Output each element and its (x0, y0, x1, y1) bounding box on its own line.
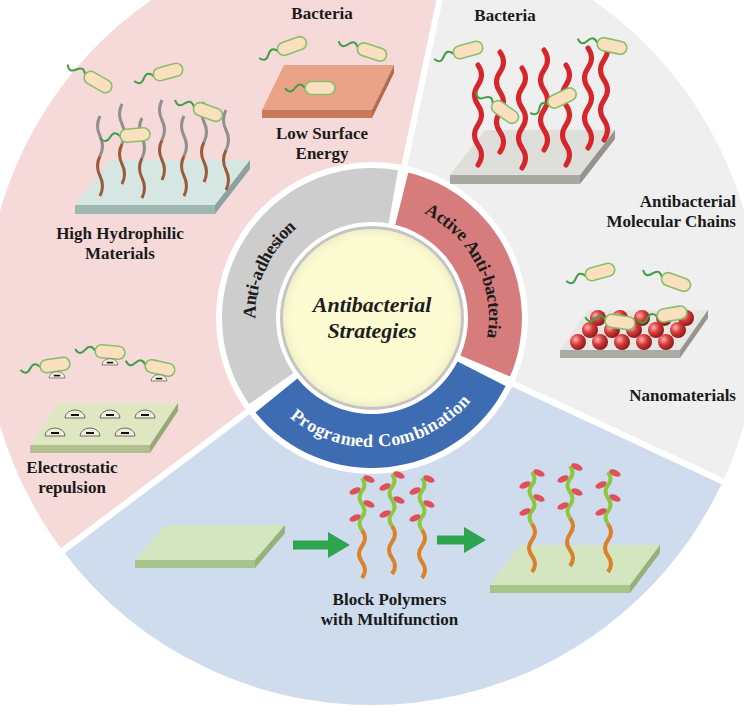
block-polymer-process (437, 536, 466, 545)
center-title: Antibacterial Strategies (297, 292, 447, 345)
nanoparticle-surface (584, 311, 635, 331)
nanoparticle-surface (565, 262, 617, 287)
illustration-label: Bacteria (455, 6, 555, 26)
block-polymer-process (135, 560, 255, 568)
molecular-chain-surface (433, 32, 629, 184)
illustration-label: Bacteria (272, 4, 372, 24)
hydrophilic-brush-surface (120, 104, 125, 184)
hydrophilic-brush-surface (100, 127, 151, 144)
illustration-label: Low Surface Energy (262, 124, 382, 163)
hydrophilic-brush-surface (173, 94, 224, 123)
block-polymer-process (518, 468, 545, 572)
band-shape (393, 170, 524, 379)
charged-surface (75, 342, 126, 359)
block-polymer-process (408, 474, 435, 578)
nanoparticle-surface (658, 334, 674, 350)
hydrophilic-brush-surface (75, 205, 215, 214)
molecular-chain-surface (475, 65, 482, 165)
nanoparticle-surface (570, 334, 586, 350)
low-energy-surface (285, 82, 335, 95)
hydrophilic-brush-surface (98, 116, 103, 196)
charged-surface (45, 428, 65, 436)
strategy-label: Active Anti-bacteria (418, 197, 509, 349)
molecular-chain-surface (450, 175, 580, 184)
strategy-band: Anti-adhesion (220, 166, 401, 407)
charged-surface (102, 359, 118, 365)
low-energy-surface (372, 65, 394, 118)
charged-surface (49, 372, 65, 378)
nanoparticle-surface (641, 264, 692, 293)
molecular-chain-surface (473, 87, 521, 126)
low-energy-surface (262, 65, 394, 110)
molecular-chain-surface (541, 50, 548, 150)
molecular-chain-surface (580, 130, 615, 184)
hydrophilic-brush-surface (182, 116, 187, 196)
molecular-chain-surface (528, 86, 579, 119)
nanoparticle-surface (636, 334, 652, 350)
molecular-chain-surface (433, 40, 485, 65)
nanoparticle-surface (636, 305, 687, 326)
block-polymer-process (594, 468, 621, 572)
nanoparticle-surface (560, 350, 680, 358)
block-polymer-process (630, 545, 660, 593)
hydrophilic-brush-surface (224, 110, 229, 190)
block-polymer-process (293, 541, 330, 550)
center-circle: Antibacterial Strategies (280, 226, 464, 410)
molecular-chain-surface (601, 40, 608, 140)
illustration-label: Block Polymers with Multifunction (317, 590, 462, 629)
hydrophilic-brush-surface (64, 59, 250, 214)
band-arc (255, 362, 505, 468)
charged-surface (124, 354, 176, 377)
low-energy-surface (257, 35, 308, 64)
hydrophilic-brush-surface (133, 62, 185, 87)
molecular-chain-surface (563, 65, 570, 165)
block-polymer-process (556, 462, 583, 566)
strategy-label: Anti-adhesion (235, 212, 304, 326)
block-polymer-process (135, 462, 660, 593)
charged-surface (100, 410, 120, 418)
illustration-label: Antibacterial Molecular Chains (586, 192, 736, 231)
illustration-label: High Hydrophilic Materials (45, 224, 195, 263)
low-energy-surface (337, 35, 389, 63)
illustration-label: Electrostatic repulsion (12, 458, 132, 497)
charged-surface (30, 445, 150, 453)
hydrophilic-brush-surface (215, 160, 250, 214)
hydrophilic-brush-surface (64, 59, 114, 95)
molecular-chain-surface (585, 48, 592, 148)
charged-surface (65, 410, 85, 418)
low-energy-surface (262, 110, 372, 118)
charged-surface (115, 428, 135, 436)
charged-surface (135, 410, 155, 418)
low-energy-surface (257, 35, 394, 118)
nanoparticle-surface (614, 334, 630, 350)
nanoparticle-surface (592, 334, 608, 350)
charged-surface (19, 342, 178, 453)
molecular-chain-surface (519, 68, 526, 168)
block-polymer-process (378, 470, 405, 574)
charged-surface (150, 403, 178, 453)
illustration-label: Nanomaterials (586, 386, 736, 406)
band-arc (395, 172, 522, 376)
charged-surface (80, 428, 100, 436)
strategy-band: Programed Combination (253, 359, 508, 470)
block-polymer-process (464, 527, 486, 553)
nanoparticle-surface (670, 322, 686, 338)
block-polymer-process (328, 532, 350, 558)
strategy-band: Active Anti-bacteria (393, 170, 524, 379)
hydrophilic-brush-surface (160, 100, 165, 180)
block-polymer-process (490, 585, 630, 593)
nanoparticle-surface (560, 262, 708, 358)
block-polymer-process (348, 474, 375, 578)
block-polymer-process (255, 525, 285, 568)
charged-surface (151, 375, 167, 381)
band-arc (222, 168, 398, 404)
sector-backgrounds (216, 162, 528, 474)
strategy-label: Programed Combination (283, 387, 477, 456)
molecular-chain-surface (576, 32, 628, 55)
